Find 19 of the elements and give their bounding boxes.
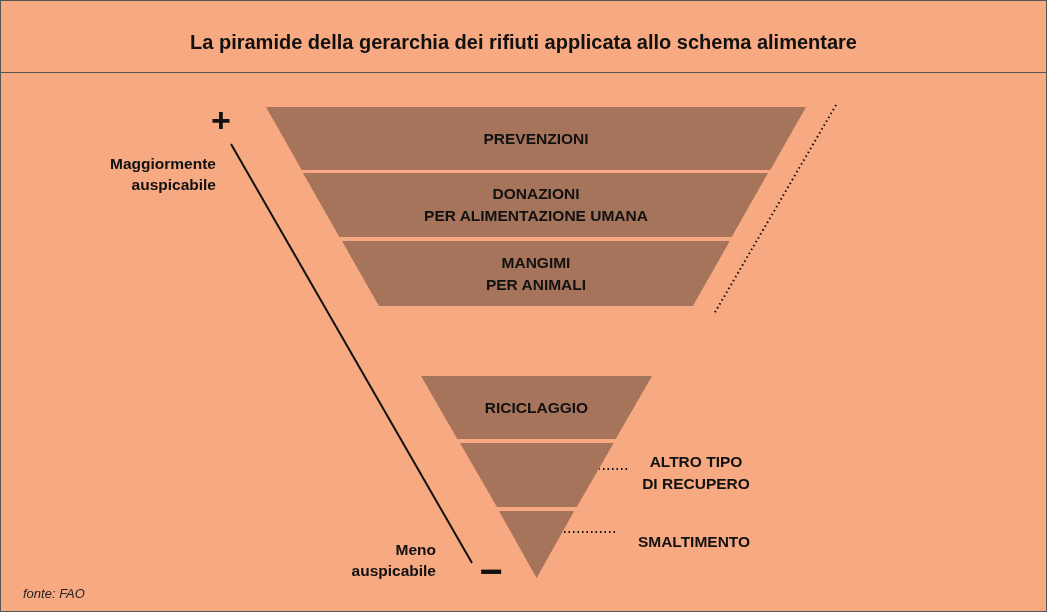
band-label: RICICLAGGIO bbox=[484, 397, 589, 418]
scale-label: Meno auspicabile bbox=[350, 540, 436, 581]
source-note: fonte: FAO bbox=[23, 586, 85, 601]
callout-label: ALTRO TIPO DI RECUPERO bbox=[631, 451, 761, 495]
band-label: PREVENZIONI bbox=[483, 128, 589, 149]
minus-sign: − bbox=[478, 551, 504, 591]
pyramid-band bbox=[303, 173, 769, 237]
plus-sign: + bbox=[210, 103, 232, 137]
callout-label: SMALTIMENTO bbox=[619, 531, 769, 553]
pyramid-band bbox=[459, 443, 614, 507]
title: La piramide della gerarchia dei rifiuti applicata allo schema alimentare bbox=[189, 31, 858, 54]
leader-line bbox=[598, 468, 628, 470]
leader-line bbox=[562, 531, 616, 533]
pyramid-band bbox=[421, 376, 652, 439]
scale-label: Maggiormente auspicabile bbox=[109, 154, 216, 195]
pyramid-band bbox=[342, 241, 730, 306]
pyramid-band bbox=[266, 107, 806, 170]
band-label: MANGIMI PER ANIMALI bbox=[485, 252, 587, 295]
band-label: DONAZIONI PER ALIMENTAZIONE UMANA bbox=[424, 184, 648, 226]
